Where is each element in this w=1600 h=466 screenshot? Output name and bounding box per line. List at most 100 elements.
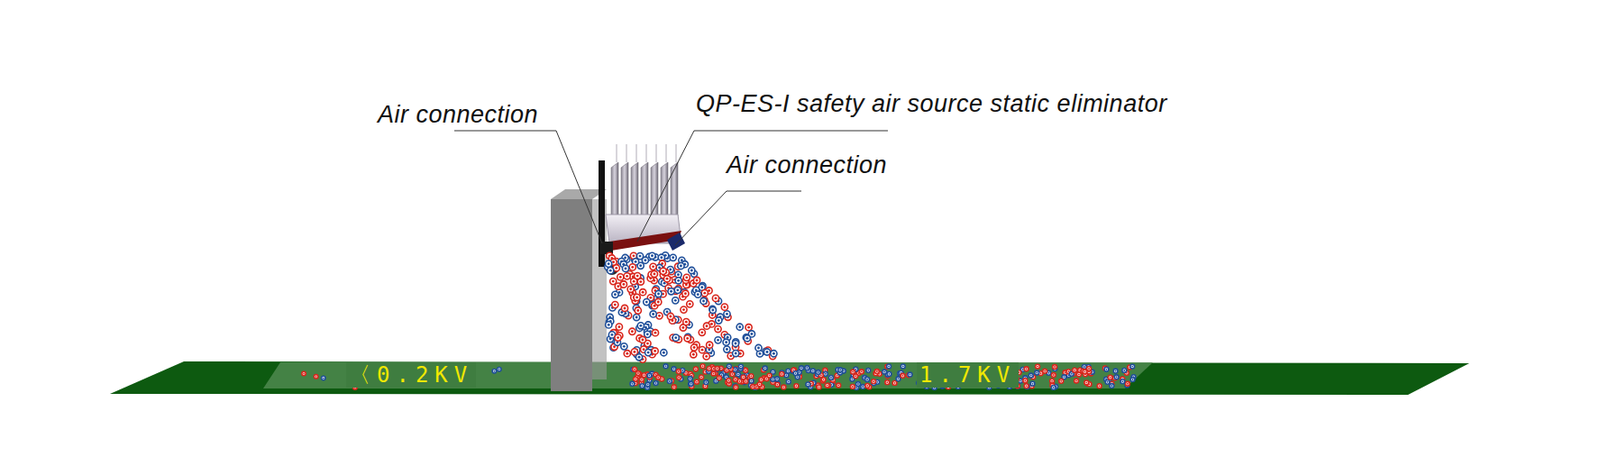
ion (1105, 379, 1110, 384)
ion-core (700, 375, 703, 378)
ion (1120, 379, 1125, 384)
ion (781, 384, 787, 390)
ion (672, 334, 679, 341)
ion (722, 338, 730, 346)
ion-core (1085, 381, 1088, 384)
ion (698, 347, 705, 354)
ion (714, 337, 722, 344)
ion-core (619, 275, 622, 279)
ion (605, 321, 613, 329)
ion-core (637, 372, 640, 375)
ion (821, 377, 826, 383)
readout-band (263, 362, 1153, 389)
ion-core (704, 384, 706, 387)
ion-core (322, 377, 325, 380)
ion-core (695, 278, 699, 282)
ion-core (612, 260, 615, 264)
ion (714, 325, 722, 332)
ion-core (1131, 365, 1134, 368)
ion-core (718, 376, 721, 379)
ion (683, 319, 690, 326)
ion-core (1040, 372, 1043, 375)
ion-core (685, 275, 688, 279)
ion-core (725, 375, 728, 378)
ion-core (631, 254, 635, 257)
ion (497, 367, 502, 372)
mount-wall (550, 199, 593, 392)
static-eliminator (598, 144, 686, 275)
ion-core (689, 377, 692, 380)
ion (667, 379, 672, 384)
ion (684, 335, 691, 342)
ion (621, 265, 629, 272)
ion (676, 369, 681, 375)
ion (1061, 374, 1067, 380)
ion-core (887, 365, 890, 367)
ion-core (1088, 367, 1090, 370)
ion-core (1052, 374, 1055, 376)
ion-core (1078, 373, 1080, 375)
ion (755, 344, 762, 351)
ion-core (662, 351, 666, 355)
ion (786, 379, 791, 384)
ion-core (711, 313, 714, 317)
ion (865, 377, 870, 383)
ion-core (616, 284, 620, 288)
ion-core (622, 345, 626, 348)
ion-core (1043, 370, 1046, 373)
ion-core (645, 301, 649, 304)
ion-core (714, 296, 718, 300)
ion (640, 384, 645, 389)
ion (850, 384, 855, 390)
ion-core (886, 381, 888, 384)
ion (313, 374, 318, 379)
ion (1077, 372, 1082, 377)
ion-core (646, 332, 650, 336)
air-connector (667, 232, 686, 251)
ion (775, 376, 780, 382)
ion-core (1126, 383, 1129, 385)
ion (749, 374, 754, 379)
ion (740, 374, 746, 380)
ion-core (693, 346, 696, 349)
fin-wire (655, 144, 657, 163)
ion (674, 286, 681, 293)
ion (321, 375, 326, 380)
ion (900, 364, 906, 369)
ion-core (642, 347, 646, 351)
ion (663, 364, 668, 369)
ion (1023, 378, 1028, 384)
ion-core (1106, 368, 1108, 371)
ion (1097, 384, 1102, 389)
ion-core (1109, 376, 1112, 379)
ion (860, 384, 866, 390)
ion-core (883, 371, 886, 374)
ion-core (674, 336, 677, 339)
ion (824, 383, 830, 388)
ion (1035, 364, 1041, 369)
ion-core (657, 292, 660, 296)
ion-core (747, 326, 750, 330)
ion (767, 373, 772, 378)
ion (1074, 378, 1079, 384)
ion-core (780, 373, 783, 375)
ion (677, 262, 685, 269)
ion (1082, 369, 1088, 375)
ion-core (661, 269, 665, 273)
ion-core (1132, 378, 1134, 381)
ion-core (837, 384, 840, 387)
ion (838, 367, 843, 373)
ion-core (727, 379, 730, 382)
ion (1024, 384, 1030, 390)
ion-core (726, 336, 730, 339)
ion-core (651, 265, 655, 268)
ion-core (757, 347, 760, 350)
ion-core (685, 337, 689, 340)
ion (743, 335, 750, 342)
ion-core (657, 301, 660, 304)
ion-core (666, 277, 669, 281)
ion (741, 374, 747, 380)
ion (675, 277, 682, 284)
ion-core (640, 384, 643, 387)
